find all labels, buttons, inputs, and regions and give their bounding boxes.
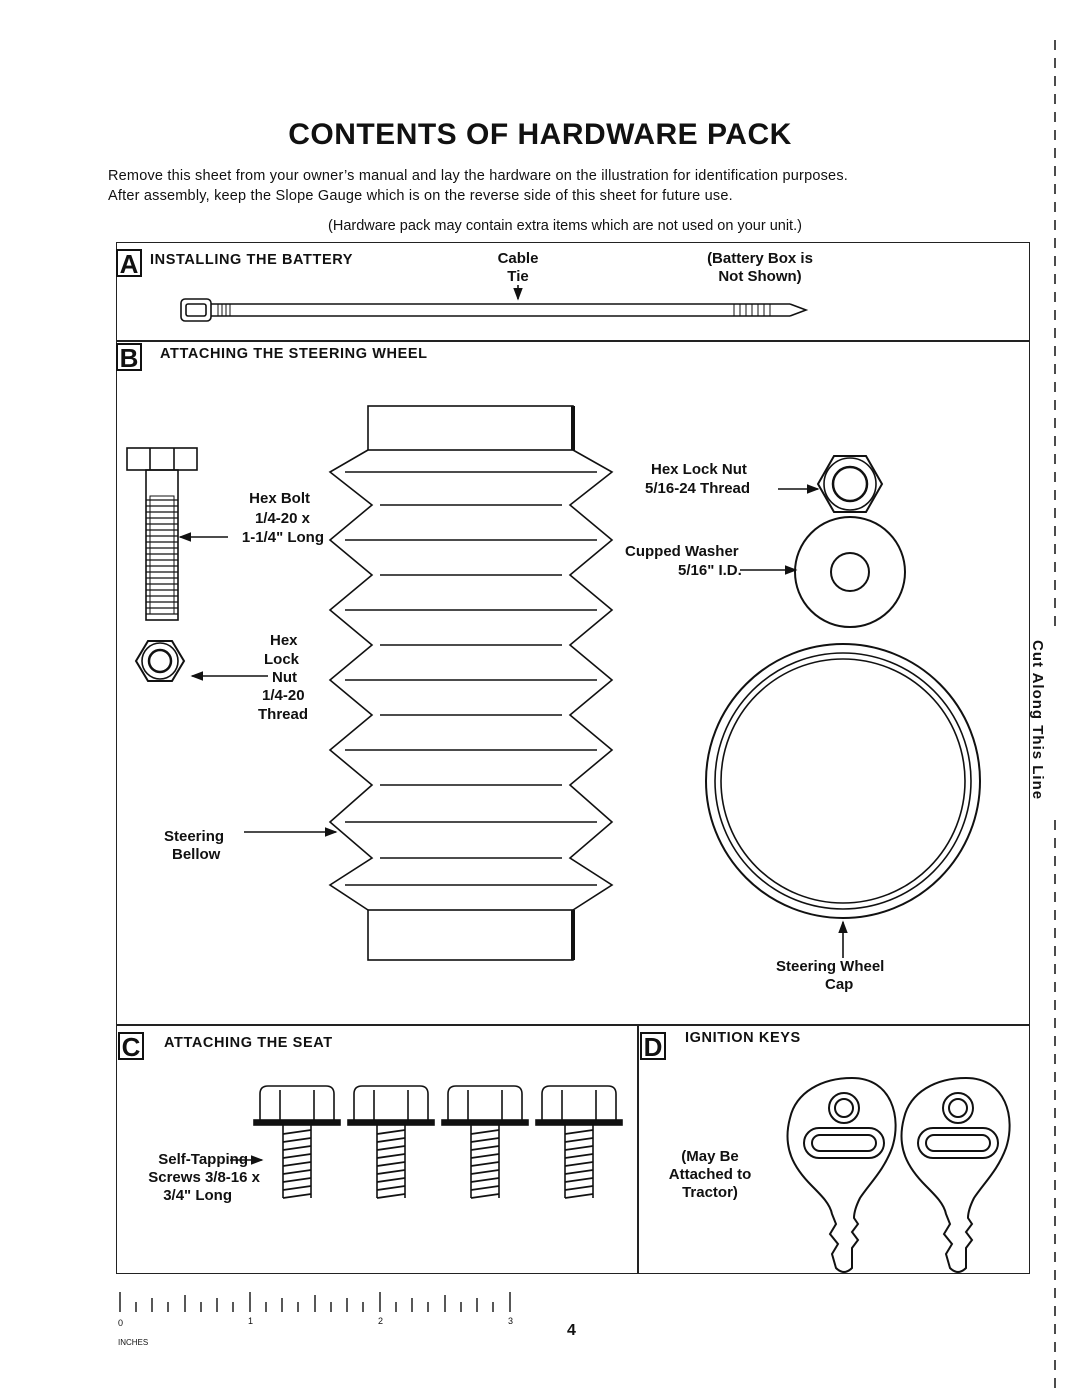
- section-b-letter: B: [116, 343, 142, 371]
- battery-note-2: Not Shown): [718, 268, 802, 285]
- hex-bolt-label-2: 1/4-20 x: [254, 510, 310, 527]
- intro-line-2: After assembly, keep the Slope Gauge whi…: [108, 188, 733, 204]
- ruler-label-1: 1: [248, 1316, 254, 1326]
- battery-note-1: (Battery Box is: [707, 250, 813, 267]
- ruler-label-0: 0: [118, 1318, 124, 1328]
- screws-label-2: Screws 3/8-16 x: [148, 1169, 260, 1186]
- small-nut-label-2: Lock: [264, 651, 300, 668]
- small-nut-label-1: Hex: [270, 632, 298, 649]
- cable-tie-label-1: Cable: [497, 250, 539, 267]
- page-title: CONTENTS OF HARDWARE PACK: [288, 118, 792, 151]
- small-nut-label-3: Nut: [272, 669, 297, 686]
- intro-note: (Hardware pack may contain extra items w…: [328, 218, 802, 234]
- bellow-label-1: Steering: [164, 828, 225, 845]
- panel-b: [116, 340, 1030, 1026]
- inch-ruler: [119, 1292, 511, 1312]
- hex-bolt-label-3: 1-1/4" Long: [241, 529, 324, 546]
- panel-d: [637, 1024, 1030, 1274]
- screws-label-1: Self-Tapping: [158, 1151, 248, 1168]
- cap-label-2: Cap: [825, 976, 854, 993]
- section-c-letter: C: [118, 1032, 144, 1060]
- ruler-label-3: 3: [508, 1316, 514, 1326]
- section-d-letter: D: [640, 1032, 666, 1060]
- screws-label-3: 3/4" Long: [163, 1187, 232, 1204]
- page-number: 4: [567, 1322, 576, 1339]
- large-hex-nut-icon: [778, 455, 884, 513]
- ignition-keys-icon: [786, 1076, 1011, 1273]
- bellow-label-2: Bellow: [172, 846, 221, 863]
- steering-wheel-cap-icon: [705, 643, 981, 958]
- keys-note-3: Tractor): [682, 1184, 738, 1201]
- small-nut-label-5: Thread: [258, 706, 309, 723]
- large-nut-label-2: 5/16-24 Thread: [645, 480, 751, 497]
- hex-bolt-icon: [126, 447, 228, 621]
- cupped-washer-icon: [740, 516, 906, 628]
- small-hex-nut-icon: [134, 640, 268, 682]
- hex-bolt-label-1: Hex Bolt: [249, 490, 310, 507]
- section-d-title: IGNITION KEYS: [685, 1030, 801, 1046]
- steering-bellow-icon: [244, 405, 614, 961]
- keys-note-1: (May Be: [681, 1148, 739, 1165]
- self-tapping-screws-icon: [230, 1085, 623, 1199]
- ruler-label-2: 2: [378, 1316, 384, 1326]
- bolt-thread-band: [149, 495, 175, 615]
- ruler-unit: INCHES: [118, 1338, 149, 1347]
- panel-a: [116, 242, 1030, 342]
- section-b-title: ATTACHING THE STEERING WHEEL: [160, 346, 428, 362]
- intro-line-1: Remove this sheet from your owner’s manu…: [108, 168, 848, 184]
- cable-tie-icon: [180, 285, 809, 322]
- washer-label-2: 5/16" I.D.: [678, 562, 742, 579]
- small-nut-label-4: 1/4-20: [262, 687, 305, 704]
- section-c-title: ATTACHING THE SEAT: [164, 1035, 333, 1051]
- cable-tie-label-2: Tie: [507, 268, 529, 285]
- cap-label-1: Steering Wheel: [776, 958, 885, 975]
- keys-note-2: Attached to: [668, 1166, 752, 1183]
- washer-label-1: Cupped Washer: [625, 543, 739, 560]
- section-a-title: INSTALLING THE BATTERY: [150, 252, 354, 268]
- panel-c: [116, 1024, 639, 1274]
- large-nut-label-1: Hex Lock Nut: [651, 461, 747, 478]
- section-a-letter: A: [116, 249, 142, 277]
